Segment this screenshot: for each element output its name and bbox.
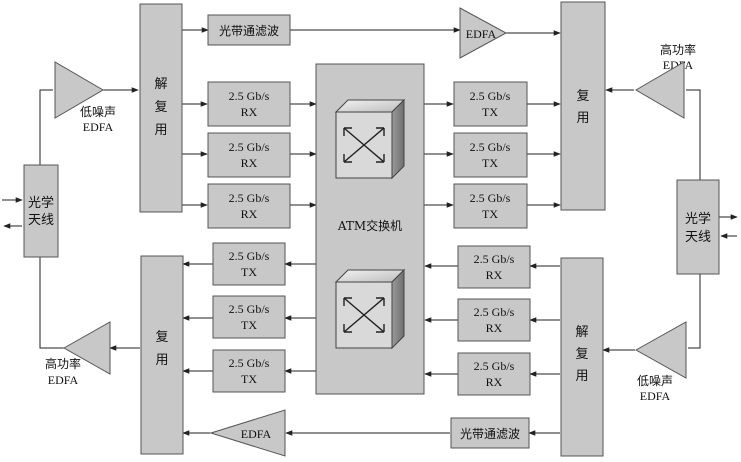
tx-bottom-2-label: TX xyxy=(241,318,257,332)
tx-bottom-1-rate: 2.5 Gb/s xyxy=(229,249,270,263)
demux-left-char-3: 用 xyxy=(154,123,167,138)
optical-antenna-left: 光学 天线 xyxy=(23,164,59,258)
tx-top-1-label: TX xyxy=(482,105,498,119)
edfa-label-left-lna: EDFA xyxy=(83,120,114,134)
tx-top-3-label: TX xyxy=(482,207,498,221)
rx-bottom-3: 2.5 Gb/s RX xyxy=(457,352,531,396)
rx-top-1-label: RX xyxy=(241,105,258,119)
tx-top-1-rate: 2.5 Gb/s xyxy=(470,89,511,103)
rx-top-2: 2.5 Gb/s RX xyxy=(207,132,291,178)
tx-bottom-1-label: TX xyxy=(241,265,257,279)
tx-bottom-3-label: TX xyxy=(241,372,257,386)
connections xyxy=(2,27,738,436)
atm-switch-cube-icon xyxy=(335,269,405,349)
tx-top-2-label: TX xyxy=(482,156,498,170)
amplifier-triangle-icon xyxy=(209,409,286,457)
rx-bottom-2-label: RX xyxy=(486,321,503,335)
amplifier-triangle-icon xyxy=(635,61,685,119)
low-noise-label-right: 低噪声 xyxy=(637,374,673,388)
edfa-label-left-hpa: EDFA xyxy=(48,373,79,387)
rx-top-3-rate: 2.5 Gb/s xyxy=(229,191,270,205)
mux-left-char-1: 复 xyxy=(155,330,168,345)
demux-right-char-3: 用 xyxy=(575,369,588,384)
high-power-edfa-left: 高功率 EDFA xyxy=(45,321,111,387)
antenna-left-label-1: 光学 xyxy=(28,195,54,211)
rx-top-3: 2.5 Gb/s RX xyxy=(207,183,291,229)
edfa-top: EDFA xyxy=(459,7,508,59)
edfa-top-label: EDFA xyxy=(466,27,497,41)
edfa-label-right-lna: EDFA xyxy=(640,389,671,403)
low-noise-label-left: 低噪声 xyxy=(80,105,116,119)
rx-bottom-2-rate: 2.5 Gb/s xyxy=(474,305,515,319)
rx-top-1-rate: 2.5 Gb/s xyxy=(229,89,270,103)
tx-top-2: 2.5 Gb/s TX xyxy=(453,132,528,178)
antenna-right-label-2: 天线 xyxy=(685,230,711,245)
antenna-right-label-1: 光学 xyxy=(685,211,711,227)
tx-bottom-2: 2.5 Gb/s TX xyxy=(212,295,286,339)
rx-top-3-label: RX xyxy=(241,207,258,221)
bandpass-filter-top: 光带通滤波 xyxy=(207,14,291,46)
bandpass-filter-top-label: 光带通滤波 xyxy=(219,24,279,38)
mux-right-char-1: 复 xyxy=(576,89,589,104)
rx-top-2-rate: 2.5 Gb/s xyxy=(229,140,270,154)
amplifier-triangle-icon xyxy=(634,321,687,379)
tx-top-3-rate: 2.5 Gb/s xyxy=(470,191,511,205)
tx-bottom-1: 2.5 Gb/s TX xyxy=(212,242,286,286)
tx-bottom-3: 2.5 Gb/s TX xyxy=(212,349,286,393)
amplifier-triangle-icon xyxy=(459,7,508,59)
high-power-edfa-right: 高功率 EDFA xyxy=(635,42,696,119)
tx-top-2-rate: 2.5 Gb/s xyxy=(470,140,511,154)
mux-left: 复 用 xyxy=(140,255,184,455)
tx-bottom-2-rate: 2.5 Gb/s xyxy=(229,302,270,316)
tx-bottom-3-rate: 2.5 Gb/s xyxy=(229,356,270,370)
demux-right: 解 复 用 xyxy=(560,257,604,457)
bandpass-filter-bottom: 光带通滤波 xyxy=(450,417,530,449)
amplifier-triangle-icon xyxy=(54,61,104,119)
demux-right-char-2: 复 xyxy=(575,347,588,362)
low-noise-edfa-left: 低噪声 EDFA xyxy=(54,61,116,134)
atm-switch: ATM交换机 xyxy=(315,63,425,395)
rx-bottom-3-label: RX xyxy=(486,375,503,389)
rx-bottom-1-rate: 2.5 Gb/s xyxy=(474,252,515,266)
rx-top-1: 2.5 Gb/s RX xyxy=(207,81,291,127)
mux-right-char-2: 用 xyxy=(576,111,589,126)
rx-bottom-2: 2.5 Gb/s RX xyxy=(457,298,531,342)
edfa-bottom-label: EDFA xyxy=(241,427,272,441)
rx-bottom-3-rate: 2.5 Gb/s xyxy=(474,359,515,373)
amplifier-triangle-icon xyxy=(62,321,111,375)
high-power-label-right: 高功率 xyxy=(660,42,696,57)
bandpass-filter-bottom-label: 光带通滤波 xyxy=(460,427,520,441)
mux-right: 复 用 xyxy=(560,1,606,211)
antenna-left-label-2: 天线 xyxy=(28,213,54,228)
demux-right-char-1: 解 xyxy=(575,325,588,340)
demux-left-char-2: 复 xyxy=(154,100,167,115)
rx-bottom-1: 2.5 Gb/s RX xyxy=(457,245,531,289)
atm-switch-cube-icon xyxy=(335,99,405,179)
atm-switch-label: ATM交换机 xyxy=(337,218,402,233)
optical-antenna-right: 光学 天线 xyxy=(676,179,720,275)
mux-left-char-2: 用 xyxy=(155,353,168,368)
rx-bottom-1-label: RX xyxy=(486,268,503,282)
high-power-label-left: 高功率 xyxy=(45,356,81,371)
rx-top-2-label: RX xyxy=(241,156,258,170)
edfa-bottom: EDFA xyxy=(209,409,286,457)
tx-top-3: 2.5 Gb/s TX xyxy=(453,183,528,229)
tx-top-1: 2.5 Gb/s TX xyxy=(453,81,528,127)
demux-left: 解 复 用 xyxy=(139,3,183,213)
low-noise-edfa-right: 低噪声 EDFA xyxy=(634,321,687,403)
demux-left-char-1: 解 xyxy=(154,77,167,92)
